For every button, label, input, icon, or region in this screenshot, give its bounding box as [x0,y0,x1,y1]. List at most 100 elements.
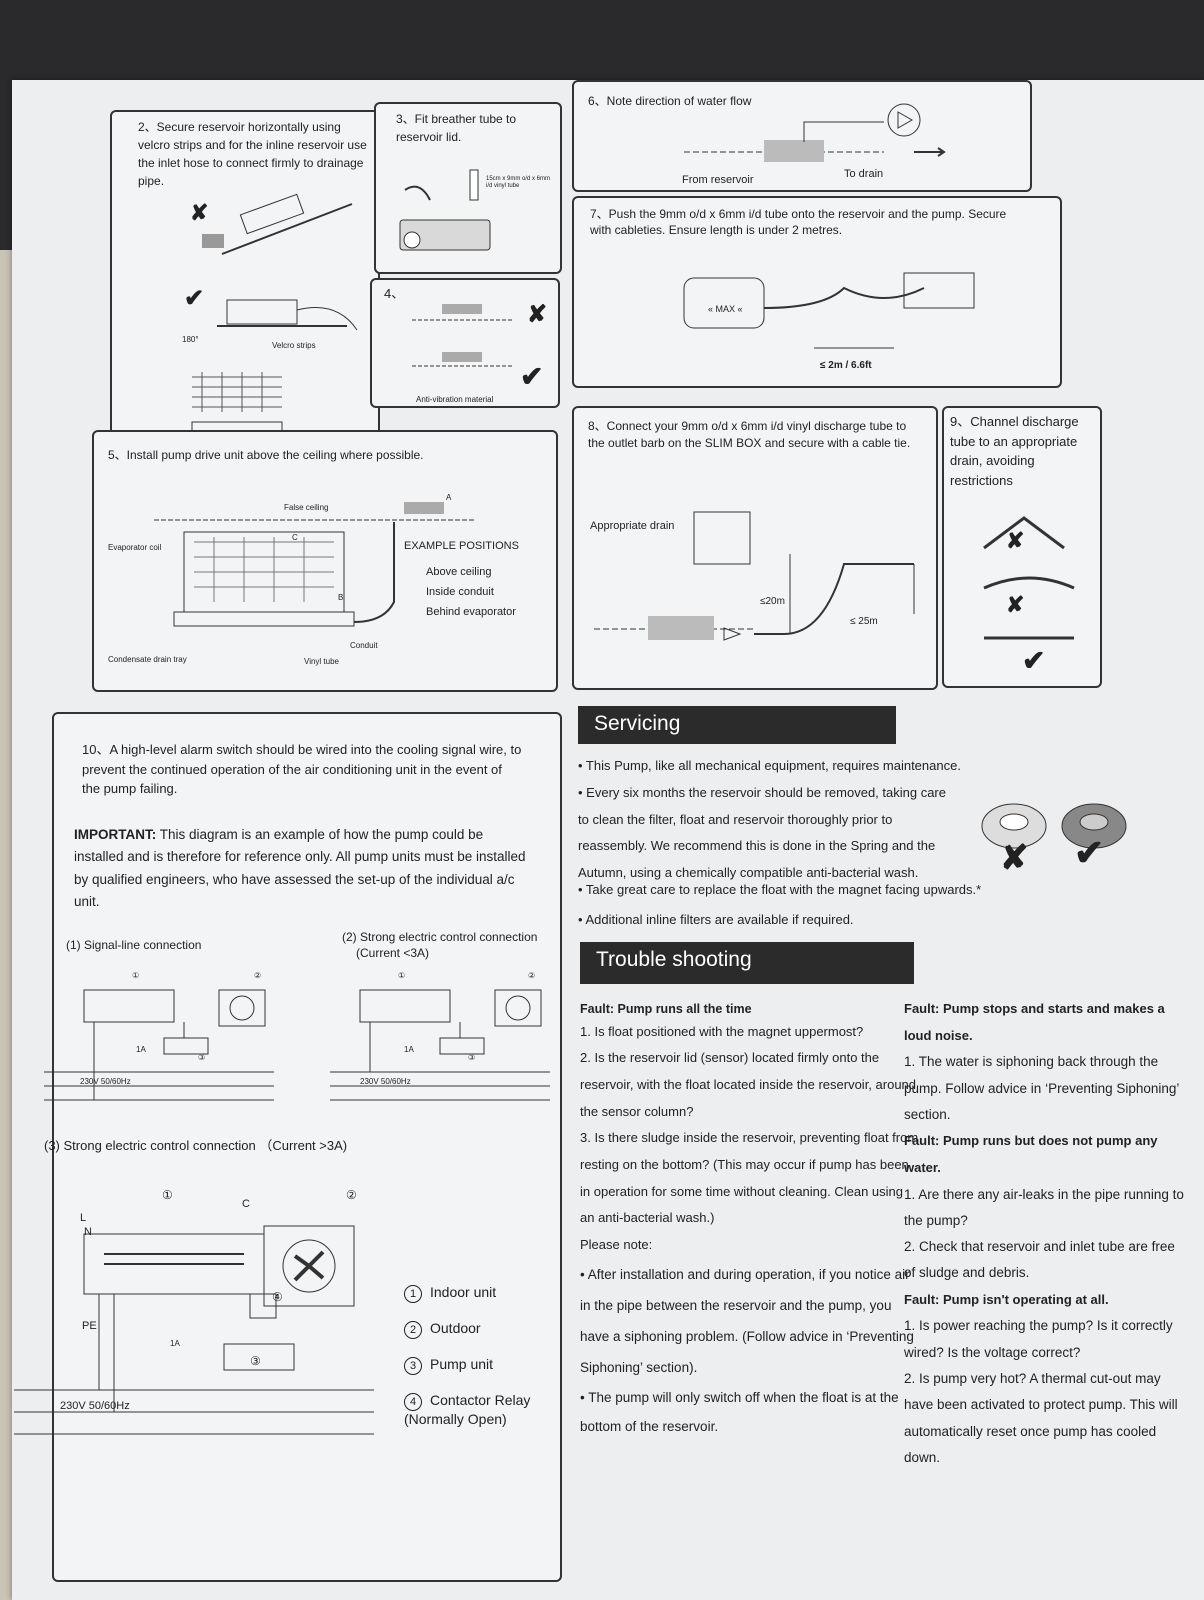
check-mark: ✔ [1022,645,1046,676]
legend-number: 2 [404,1321,422,1339]
fault-4-title: Fault: Pump isn't operating at all. [904,1291,1109,1307]
servicing-bullet-3: • Take great care to replace the float w… [578,882,982,897]
diagram3-C: C [242,1198,250,1210]
diagram3-fuse-label: 1A [170,1339,180,1348]
step-6-text: 6、Note direction of water flow [588,94,752,108]
important-label: IMPORTANT: [74,827,157,842]
fault-2-item-1: 1. The water is siphoning back through t… [904,1054,1179,1122]
connection-2-title: (2) Strong electric control connection [342,930,538,944]
step-3-panel: 3、Fit breather tube to reservoir lid. 15… [374,102,562,274]
fault-3-item-1: 1. Are there any air-leaks in the pipe r… [904,1186,1184,1228]
instruction-sheet: 2、Secure reservoir horizontally using ve… [12,80,1204,1600]
step-10-text: 10、A high-level alarm switch should be w… [82,742,522,796]
troubleshoot-left-column: Fault: Pump runs all the time 1. Is floa… [580,1000,920,1442]
legend-number: 3 [404,1357,422,1375]
anti-vibration-label: Anti-vibration material [416,395,494,404]
legend-outdoor: 2 Outdoor [404,1320,481,1339]
step-6-panel: 6、Note direction of water flow From rese… [572,80,1032,192]
fault-1-title: Fault: Pump runs all the time [580,1002,752,1016]
example-positions-title: EXAMPLE POSITIONS [404,540,519,552]
step-9-text: 9、Channel discharge tube to an appropria… [950,414,1079,488]
letter-b: B [338,593,344,602]
legend-label: Contactor Relay (Normally Open) [404,1392,531,1427]
servicing-bullet-1: • This Pump, like all mechanical equipme… [578,758,961,773]
cross-mark: ✘ [1000,839,1029,877]
diagram3-num2: ② [346,1188,357,1202]
diagram3-num3: ③ [250,1354,261,1368]
legend-pump-unit: 3 Pump unit [404,1356,493,1375]
trouble-shooting-heading: Trouble shooting [580,942,914,984]
step-2-text: 2、Secure reservoir horizontally using ve… [138,120,367,188]
fault-1-item-1: 1. Is float positioned with the magnet u… [580,1023,864,1039]
strong-control-diagram-small [330,989,550,1101]
please-note-title: Please note: [580,1236,653,1252]
wrong-mount-illustration [202,193,353,255]
position-c: Behind evaporator [426,606,516,618]
max-label: « MAX « [708,304,743,314]
tray-label: Condensate drain tray [108,655,187,664]
water-flow-illustration [684,103,946,162]
letter-c: C [292,533,298,542]
breather-tube-illustration [399,169,491,251]
vinyl-tube-label: Vinyl tube [304,657,339,666]
signal-line-diagram [44,989,274,1101]
diagram3-num1: ① [162,1188,173,1202]
check-mark: ✔ [184,285,205,312]
diagram3-PE: PE [82,1320,97,1332]
legend-indoor-unit: 1 Indoor unit [404,1284,496,1303]
legend-number: 1 [404,1285,422,1303]
bent-tube-illustration [983,516,1075,640]
diagram1-num3: ③ [198,1053,206,1062]
connection-3-title: (3) Strong electric control connection （… [44,1138,348,1153]
important-note: IMPORTANT: This diagram is an example of… [74,824,534,913]
step-4-text: 4、 [384,286,405,301]
step-5-panel: 5、Install pump drive unit above the ceil… [92,430,558,692]
connection-1-title: (1) Signal-line connection [66,938,202,952]
step-7-panel: 7、Push the 9mm o/d x 6mm i/d tube onto t… [572,196,1062,388]
step-2-panel: 2、Secure reservoir horizontally using ve… [110,110,380,465]
ceiling-installation-illustration [154,502,474,627]
check-mark: ✔ [1074,832,1105,873]
diagram1-supply-label: 230V 50/60Hz [80,1077,131,1086]
connection-2-subtitle: (Current <3A) [356,946,430,960]
from-reservoir-label: From reservoir [682,174,754,186]
fault-1-item-2: 2. Is the reservoir lid (sensor) located… [580,1050,917,1119]
tube-connection-illustration [683,272,975,349]
diagram3-L: L [80,1212,87,1224]
step-8-panel: 8、Connect your 9mm o/d x 6mm i/d vinyl d… [572,406,938,690]
cross-mark: ✘ [1006,592,1025,617]
legend-number: 4 [404,1393,422,1411]
conduit-label: Conduit [350,641,378,650]
velcro-label: Velcro strips [272,341,316,350]
please-note-1: • After installation and during operatio… [580,1266,914,1375]
legend-label: Pump unit [430,1356,494,1372]
servicing-bullet-2: • Every six months the reservoir should … [578,785,946,880]
height-limit: ≤20m [760,596,785,607]
troubleshoot-right-column: Fault: Pump stops and starts and makes a… [904,996,1186,1471]
servicing-heading: Servicing [578,706,896,744]
tube-spec-label: 15cm x 9mm o/d x 6mm i/d vinyl tube [486,176,551,190]
diagram1-num1: ① [132,971,140,980]
run-limit: ≤ 25m [850,616,878,627]
correct-mount-illustration [217,299,358,331]
legend-label: Indoor unit [430,1284,497,1300]
diagram3-num4: ④ [272,1290,283,1304]
letter-a: A [446,493,452,502]
fault-3-item-2: 2. Check that reservoir and inlet tube a… [904,1239,1175,1281]
to-drain-label: To drain [844,168,884,180]
step-5-text: 5、Install pump drive unit above the ceil… [108,448,424,462]
step-10-panel: 10、A high-level alarm switch should be w… [14,712,562,1582]
length-label: ≤ 2m / 6.6ft [820,360,872,371]
check-mark: ✔ [520,361,544,392]
diagram1-num2: ② [254,971,262,980]
legend-label: Outdoor [430,1320,481,1336]
float-magnet-illustration [981,803,1127,849]
step-3-text: 3、Fit breather tube to reservoir lid. [396,112,517,144]
position-b: Inside conduit [426,586,494,598]
angle-label: 180° [182,335,199,344]
diagram2-num1: ① [398,971,406,980]
fault-3-title: Fault: Pump runs but does not pump any w… [904,1133,1158,1175]
diagram1-fuse-label: 1A [136,1045,146,1054]
please-note-2: • The pump will only switch off when the… [580,1389,899,1435]
